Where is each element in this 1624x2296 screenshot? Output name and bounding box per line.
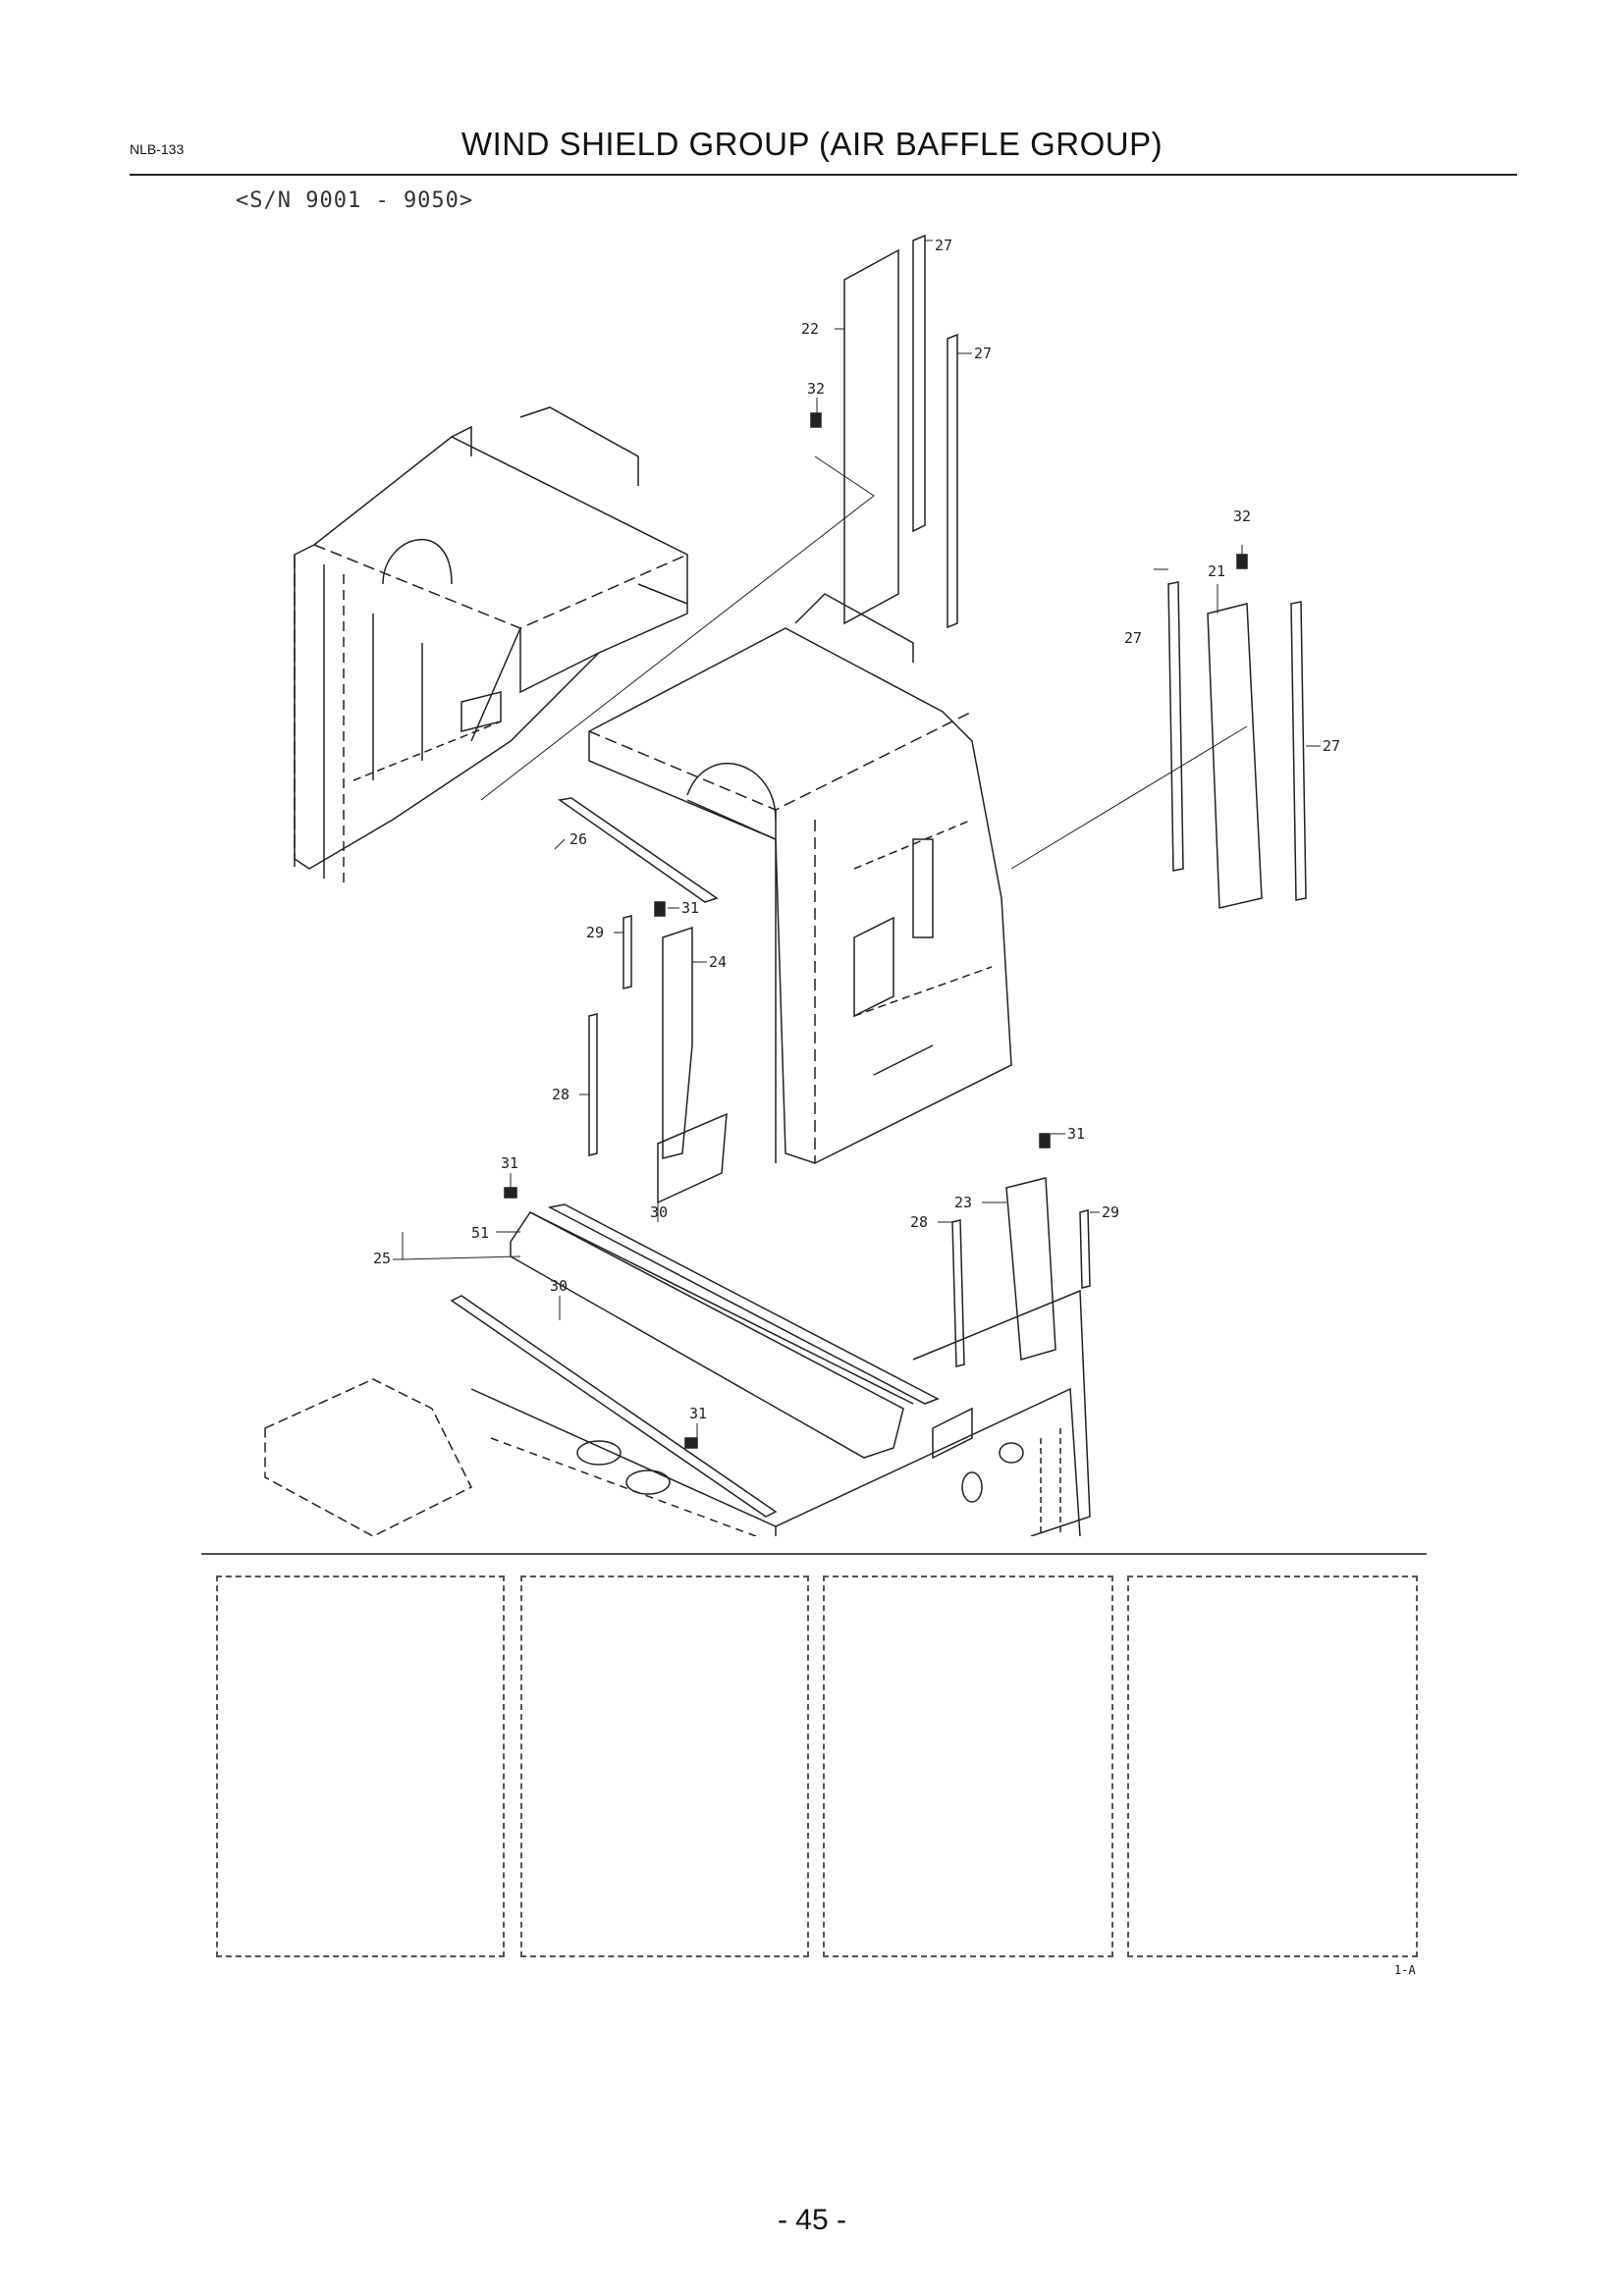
callout-labels: 27 22 32 27 32 21 27 27 26 31 29 24 28 3… xyxy=(373,237,1340,1422)
box-reference: 1-A xyxy=(1394,1963,1416,1977)
serial-range: <S/N 9001 - 9050> xyxy=(236,188,474,213)
callout-29: 29 xyxy=(1102,1203,1119,1221)
section-separator xyxy=(201,1553,1427,1555)
page-number: - 45 - xyxy=(777,2204,847,2236)
parts-diagram: 27 22 32 27 32 21 27 27 26 31 29 24 28 3… xyxy=(264,234,1340,1536)
air-baffle-panel-25-drawing xyxy=(510,1203,940,1459)
callout-31: 31 xyxy=(501,1154,518,1172)
callout-27: 27 xyxy=(1323,737,1340,755)
center-frame-drawing xyxy=(588,593,1012,1164)
callout-28: 28 xyxy=(552,1086,569,1103)
callout-23: 23 xyxy=(954,1194,972,1211)
callout-26: 26 xyxy=(569,830,587,848)
title-rule xyxy=(130,174,1517,176)
callout-31: 31 xyxy=(681,899,699,917)
callout-31: 31 xyxy=(1067,1125,1085,1143)
note-box-4 xyxy=(1127,1575,1418,1957)
baffle-plate-21-drawing xyxy=(1010,581,1307,909)
bracket-23-drawing xyxy=(951,1177,1091,1367)
callout-29: 29 xyxy=(586,924,604,941)
page-title: WIND SHIELD GROUP (AIR BAFFLE GROUP) xyxy=(460,126,1164,162)
doc-code: NLB-133 xyxy=(130,141,185,157)
callout-28: 28 xyxy=(910,1213,928,1231)
callout-27: 27 xyxy=(974,345,992,362)
note-box-3 xyxy=(823,1575,1113,1957)
note-box-1 xyxy=(216,1575,505,1957)
callout-51: 51 xyxy=(471,1224,489,1242)
callout-24: 24 xyxy=(709,953,727,971)
callout-31: 31 xyxy=(689,1405,707,1422)
callout-25: 25 xyxy=(373,1250,391,1267)
callout-30: 30 xyxy=(550,1277,568,1295)
upper-left-frame-drawing xyxy=(294,406,688,888)
callout-32: 32 xyxy=(807,380,825,398)
callout-22: 22 xyxy=(801,320,819,338)
seal-26-drawing xyxy=(558,797,719,903)
callout-21: 21 xyxy=(1208,562,1225,580)
leader-lines xyxy=(393,240,1321,1438)
callout-30: 30 xyxy=(650,1203,668,1221)
seal-30-drawing xyxy=(450,1295,778,1518)
lower-chassis-drawing xyxy=(264,1289,1091,1536)
callout-32: 32 xyxy=(1233,507,1251,525)
callout-27: 27 xyxy=(935,237,952,254)
bracket-24-drawing xyxy=(588,915,728,1204)
bolt-drawings xyxy=(504,412,1248,1449)
callout-27: 27 xyxy=(1124,629,1142,647)
note-box-2 xyxy=(520,1575,809,1957)
baffle-plate-22-drawing xyxy=(480,234,958,801)
